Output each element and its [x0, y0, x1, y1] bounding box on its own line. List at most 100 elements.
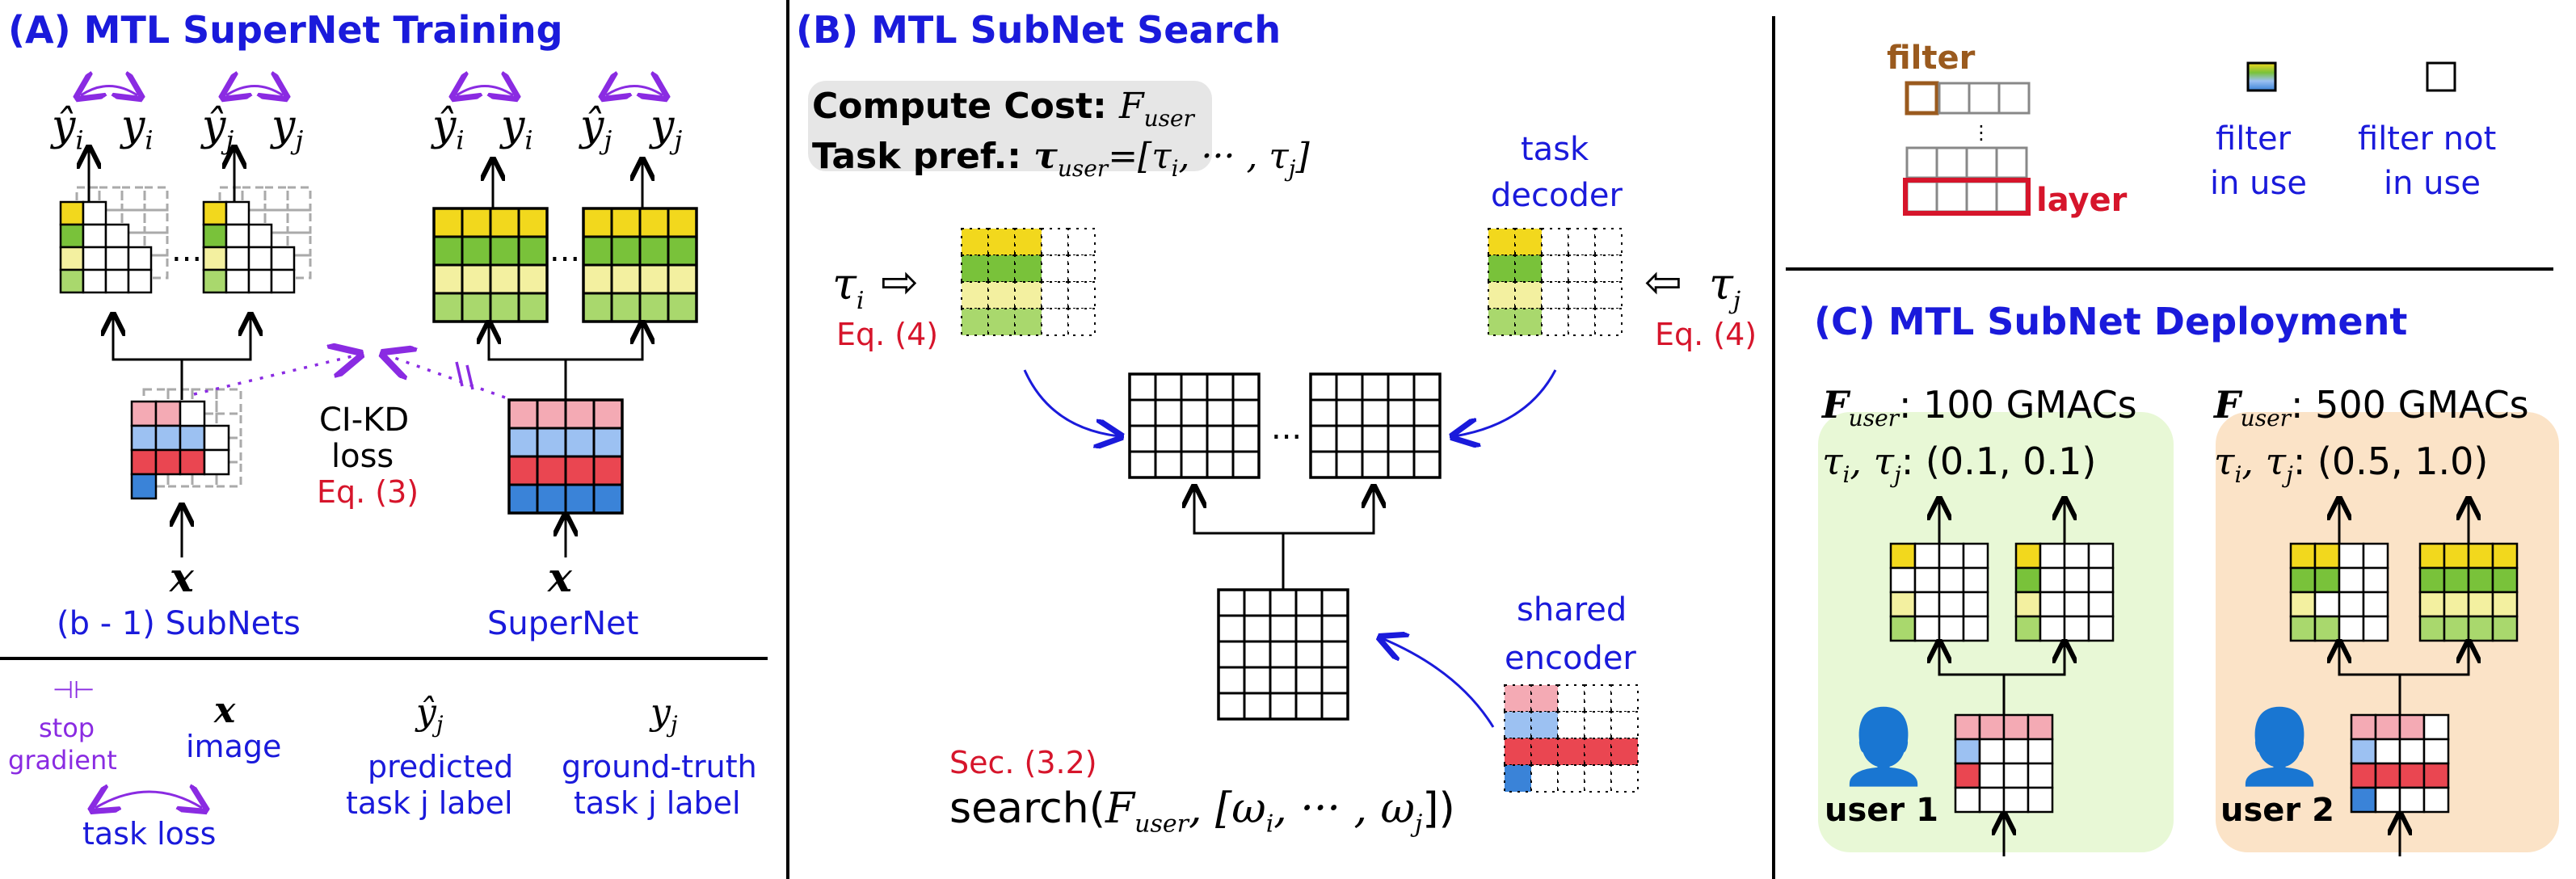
- layer-legend-top-cell: [1965, 146, 1998, 179]
- filter-in-use-line2: in use: [2210, 165, 2307, 202]
- deploy-encoder-cell: [2374, 762, 2401, 789]
- decoder-cell: [1014, 308, 1042, 336]
- grid-border: [1128, 372, 1261, 479]
- y-i-right: yi: [501, 102, 533, 156]
- grid-cell: [1217, 614, 1246, 643]
- grid-cell: [1269, 666, 1298, 695]
- decoder-right: [1488, 228, 1623, 336]
- ground-truth-label: ground-truth: [562, 749, 757, 784]
- deploy-head-cell: [2443, 615, 2470, 642]
- deploy-head-cell: [2467, 615, 2494, 642]
- shared-encoder-cell: [1610, 684, 1639, 713]
- decoder-cell: [1514, 281, 1543, 309]
- ci-kd-arrow-left: [193, 355, 356, 396]
- deploy-encoder-cell: [1954, 762, 1981, 789]
- decoder-cell: [1014, 254, 1042, 283]
- user1-head-i: [1889, 542, 1989, 642]
- deploy-head-cell: [1938, 566, 1965, 594]
- stop-gradient-mark-1: [455, 361, 464, 387]
- layer-legend-box: [1903, 178, 2031, 216]
- grid-cell: [1412, 424, 1442, 453]
- deploy-encoder-cell: [2422, 762, 2450, 789]
- shared-encoder-cell: [1530, 764, 1559, 793]
- decoder-cell: [1067, 254, 1096, 283]
- grid-cell: [592, 455, 624, 486]
- deploy-head-cell: [2313, 591, 2341, 618]
- deploy-head-cell: [2289, 591, 2317, 618]
- user2-head-j: [2418, 542, 2519, 642]
- subnet-head-cell: [270, 268, 296, 294]
- panel-b-title: (B) MTL SubNet Search: [796, 8, 1282, 52]
- grid-cell: [1128, 424, 1157, 453]
- grid-cell: [592, 483, 624, 515]
- gradient-label: gradient: [8, 745, 117, 776]
- shared-encoder-cell: [1610, 764, 1639, 793]
- subnet-encoder-cell: [130, 448, 158, 476]
- grid-cell: [1320, 692, 1349, 721]
- deploy-head-cell: [2289, 615, 2317, 642]
- grid-cell: [1361, 372, 1390, 402]
- supernet-dots: ...: [549, 232, 581, 269]
- y-j-left: yj: [271, 102, 304, 156]
- deploy-head-cell: [2313, 615, 2341, 642]
- decoder-cell: [987, 281, 1016, 309]
- grid-cell: [1320, 640, 1349, 669]
- grid-border: [1309, 372, 1442, 479]
- subnet-encoder-cell: [130, 424, 158, 452]
- grid-cell: [638, 207, 670, 238]
- input-x-right: x: [548, 553, 572, 601]
- subnet-head-cell: [202, 268, 228, 294]
- grid-cell: [1128, 450, 1157, 479]
- grid-cell: [1309, 450, 1338, 479]
- deploy-head-cell: [2313, 542, 2341, 570]
- layer-legend-cell: [1935, 180, 1968, 213]
- decoder-cell: [1514, 254, 1543, 283]
- deploy-head-cell: [1889, 542, 1917, 570]
- grid-cell: [638, 292, 670, 323]
- deploy-encoder-cell: [2027, 713, 2054, 741]
- yhat-j-left: ŷj: [202, 102, 234, 156]
- deploy-encoder-cell: [2002, 786, 2030, 814]
- deploy-head-cell: [1889, 615, 1917, 642]
- deploy-encoder-cell: [1978, 786, 2006, 814]
- grid-cell: [1206, 372, 1235, 402]
- subnet-head-cell: [247, 268, 273, 294]
- ghost-cell: [215, 388, 242, 415]
- grid-cell: [517, 292, 549, 323]
- subnet-dots: ...: [171, 232, 203, 269]
- shared-encoder-cell: [1504, 684, 1532, 713]
- grid-cell: [638, 235, 670, 267]
- grid-cell: [432, 235, 464, 267]
- deploy-head-cell: [2491, 566, 2519, 594]
- deploy-head-cell: [1889, 591, 1917, 618]
- panel-b-dots: ...: [1271, 410, 1303, 447]
- decoder-cell: [987, 254, 1016, 283]
- deploy-encoder-cell: [2002, 762, 2030, 789]
- decoder-cell: [1041, 228, 1069, 256]
- grid-cell: [1361, 450, 1390, 479]
- shared-encoder-cell: [1504, 764, 1532, 793]
- deploy-encoder-cell: [2422, 738, 2450, 765]
- deploy-head-cell: [2418, 591, 2446, 618]
- grid-cell: [1309, 424, 1338, 453]
- deploy-encoder-cell: [2398, 786, 2426, 814]
- grid-cell: [1269, 640, 1298, 669]
- subnet-encoder-cell: [130, 400, 158, 427]
- deploy-encoder-cell: [2374, 738, 2401, 765]
- grid-cell: [536, 455, 567, 486]
- decoder-cell: [1594, 308, 1623, 336]
- subnet-head-cell: [225, 246, 250, 271]
- deploy-head-cell: [1913, 591, 1941, 618]
- grid-cell: [1154, 424, 1183, 453]
- deploy-encoder-cell: [2374, 713, 2401, 741]
- deploy-head-cell: [2087, 542, 2115, 570]
- user2-compute: Fuser: 500 GMACs: [2214, 383, 2529, 432]
- ghost-cell: [263, 186, 289, 212]
- subnet-head-cell: [202, 223, 228, 249]
- shared-encoder-cell: [1584, 684, 1612, 713]
- subnet-head-j: [202, 186, 312, 294]
- eq4-right: Eq. (4): [1655, 317, 1757, 352]
- grid-cell: [610, 235, 642, 267]
- grid-cell: [667, 263, 698, 295]
- grid-cell: [1128, 372, 1157, 402]
